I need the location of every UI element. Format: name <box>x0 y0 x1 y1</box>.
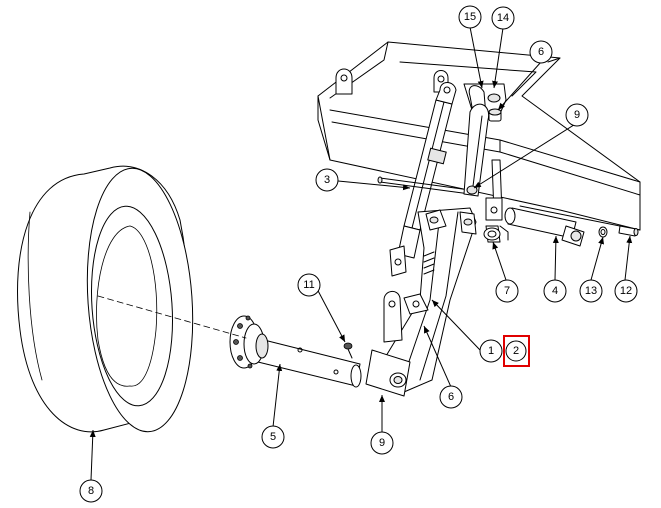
callout-label: 14 <box>497 12 509 24</box>
callout-label: 3 <box>324 174 330 186</box>
callout-label: 6 <box>538 46 544 58</box>
callout-13: 13 <box>579 279 603 303</box>
callout-label: 6 <box>448 391 454 403</box>
callout-3: 3 <box>315 168 339 192</box>
callout-8: 8 <box>79 479 103 503</box>
callout-2-highlighted[interactable]: 2 <box>503 335 530 367</box>
callout-label: 12 <box>620 285 632 297</box>
callout-11: 11 <box>297 273 321 297</box>
tire <box>17 165 194 433</box>
callout-15: 15 <box>458 5 482 29</box>
callout-12: 12 <box>614 279 638 303</box>
callout-label: 1 <box>488 345 494 357</box>
callout-label: 4 <box>552 285 558 297</box>
callout-label: 15 <box>464 11 476 23</box>
callout-label: 9 <box>574 109 580 121</box>
lynch-pin <box>343 342 353 359</box>
callout-7: 7 <box>495 279 519 303</box>
callout-label: 5 <box>270 431 276 443</box>
callout-9-upper: 9 <box>565 103 589 127</box>
callout-1: 1 <box>479 339 503 363</box>
callout-5: 5 <box>261 425 285 449</box>
pivot-shaft <box>504 207 639 247</box>
adjustment-rod <box>377 82 471 277</box>
callout-label: 9 <box>379 437 385 449</box>
callout-label: 8 <box>88 485 94 497</box>
callout-label: 11 <box>303 279 314 291</box>
leader-lines <box>89 26 633 481</box>
callout-14: 14 <box>491 6 515 30</box>
bushing <box>483 225 509 243</box>
callout-6-lower: 6 <box>439 385 463 409</box>
callout-label: 13 <box>585 285 597 297</box>
callout-9-lower: 9 <box>370 431 394 455</box>
callout-4: 4 <box>543 279 567 303</box>
swing-arm <box>365 207 477 397</box>
callout-label: 2 <box>513 345 519 357</box>
callout-6-upper: 6 <box>529 40 553 64</box>
callout-label: 7 <box>504 285 510 297</box>
axle-centerline <box>97 295 247 339</box>
spindle <box>229 315 362 388</box>
